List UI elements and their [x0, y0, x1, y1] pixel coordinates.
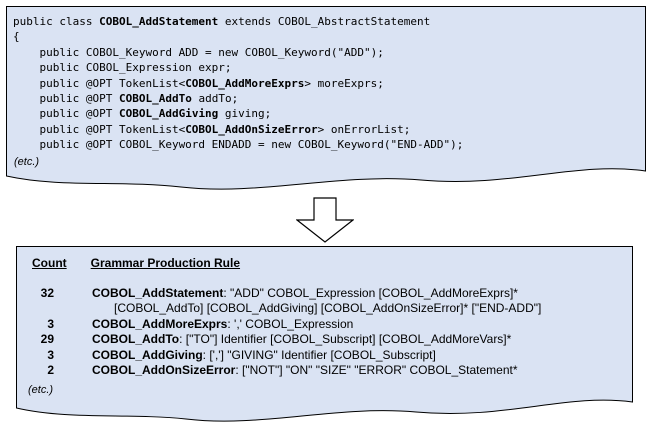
code-line: public @OPT COBOL_AddGiving giving; — [13, 107, 272, 121]
grammar-row: 3 COBOL_AddMoreExprs: ',' COBOL_Expressio… — [28, 317, 623, 332]
flow-arrow — [296, 197, 354, 243]
grammar-row: 2 COBOL_AddOnSizeError: ["NOT"] "ON" "SIZ… — [28, 363, 623, 378]
code-block: public class COBOL_AddStatement extends … — [13, 14, 640, 169]
grammar-panel-document-shape — [16, 246, 633, 422]
code-panel: public class COBOL_AddStatement extends … — [6, 6, 646, 198]
rule-text: COBOL_AddStatement: "ADD" COBOL_Expressi… — [92, 286, 623, 317]
code-etc-label: (etc.) — [14, 155, 40, 168]
code-line: public COBOL_Expression expr; — [13, 61, 232, 75]
rule-count: 3 — [47, 347, 54, 362]
count-column-header: Count — [32, 256, 67, 270]
grammar-header-row: Count Grammar Production Rule — [28, 256, 623, 270]
code-line: public @OPT TokenList<COBOL_AddOnSizeErr… — [13, 122, 411, 136]
rule-text: COBOL_AddOnSizeError: ["NOT"] "ON" "SIZE… — [92, 363, 518, 378]
grammar-row: 32 COBOL_AddStatement: "ADD" COBOL_Expres… — [28, 286, 623, 317]
rule-count: 29 — [40, 332, 54, 347]
rule-column-header: Grammar Production Rule — [90, 256, 241, 270]
down-arrow-icon — [296, 197, 354, 243]
code-line: public @OPT COBOL_Keyword ENDADD = new C… — [13, 138, 464, 152]
grammar-row: 29 COBOL_AddTo: ["TO"] Identifier [COBOL_… — [28, 332, 623, 347]
code-line: public @OPT COBOL_AddTo addTo; — [13, 92, 239, 106]
grammar-row: 3 COBOL_AddGiving: [','] "GIVING" Identif… — [28, 348, 623, 363]
rule-text: COBOL_AddTo: ["TO"] Identifier [COBOL_Su… — [92, 332, 512, 347]
rule-count: 2 — [47, 363, 54, 378]
code-panel-document-shape — [6, 6, 646, 190]
code-lines: public class COBOL_AddStatement extends … — [13, 14, 640, 153]
code-line: public COBOL_Keyword ADD = new COBOL_Key… — [13, 45, 384, 59]
grammar-etc-label: (etc.) — [28, 384, 54, 397]
rule-count: 3 — [47, 316, 54, 331]
code-line: { — [13, 30, 20, 44]
rule-text: COBOL_AddMoreExprs: ',' COBOL_Expression — [92, 316, 354, 331]
code-line: public class COBOL_AddStatement extends … — [13, 15, 431, 28]
code-line: public @OPT TokenList<COBOL_AddMoreExprs… — [13, 76, 384, 90]
rule-count: 32 — [40, 286, 54, 300]
rule-continuation: [COBOL_AddTo] [COBOL_AddGiving] [COBOL_A… — [114, 301, 542, 316]
rule-text: COBOL_AddGiving: [','] "GIVING" Identifi… — [92, 347, 436, 362]
